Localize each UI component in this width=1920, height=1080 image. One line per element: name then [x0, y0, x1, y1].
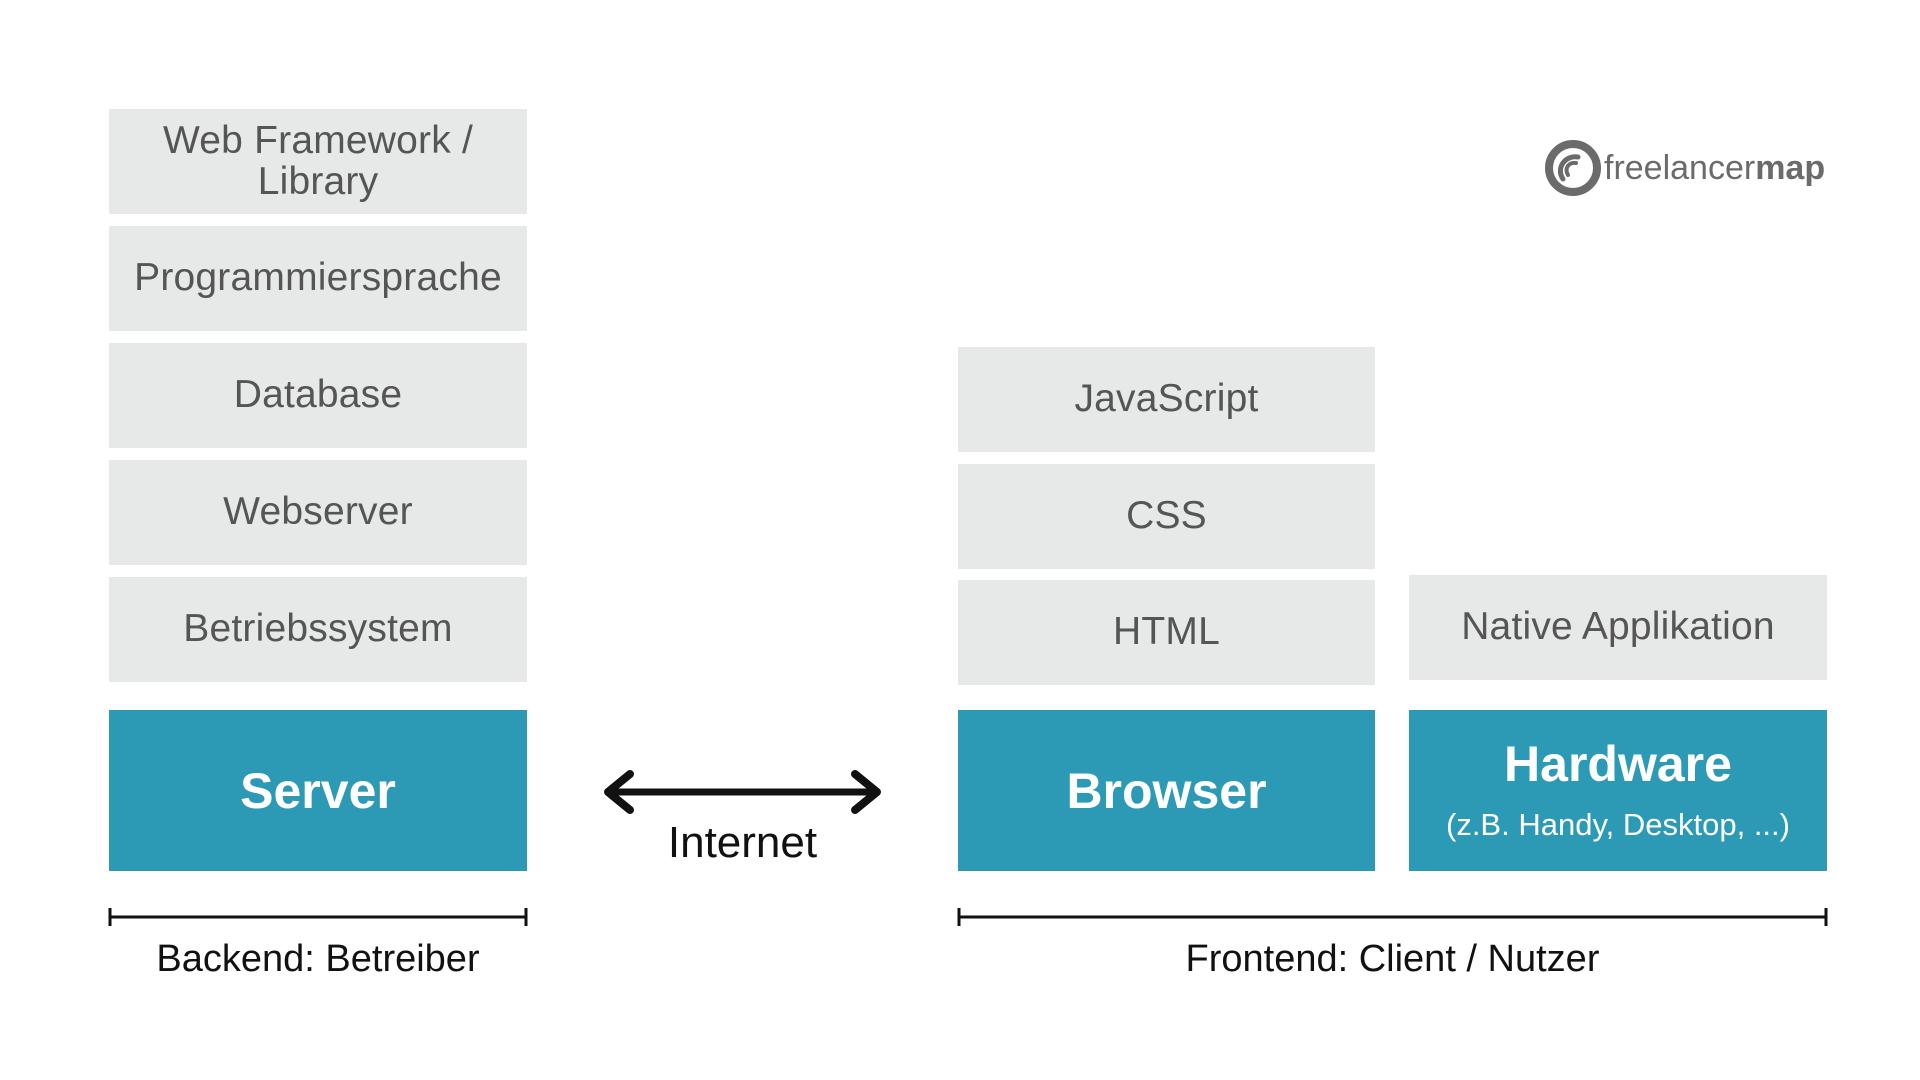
- layer-html-label: HTML: [1113, 610, 1220, 654]
- logo-text: freelancermap: [1604, 148, 1826, 187]
- layer-web-framework-label: Web Framework / Library: [162, 118, 473, 203]
- layer-native-applikation-label: Native Applikation: [1461, 605, 1775, 649]
- layer-native-applikation: Native Applikation: [1409, 575, 1827, 680]
- browser-label: Browser: [1066, 762, 1267, 819]
- hardware-label: Hardware: [1504, 735, 1732, 792]
- backend-bracket: [108, 908, 528, 926]
- layer-database-label: Database: [233, 373, 403, 417]
- layer-programmiersprache: Programmiersprache: [109, 226, 527, 331]
- freelancermap-logo: freelancermap: [1544, 138, 1825, 198]
- double-arrow-icon: [604, 770, 881, 814]
- hardware-block: Hardware (z.B. Handy, Desktop, ...): [1409, 710, 1827, 871]
- backend-label: Backend: Betreiber: [156, 938, 480, 980]
- layer-betriebssystem: Betriebssystem: [109, 577, 527, 682]
- layer-database: Database: [109, 343, 527, 448]
- layer-webserver: Webserver: [109, 460, 527, 565]
- layer-javascript: JavaScript: [958, 347, 1375, 452]
- layer-css-label: CSS: [1126, 494, 1207, 538]
- browser-block: Browser: [958, 710, 1375, 871]
- layer-webserver-label: Webserver: [223, 490, 413, 534]
- layer-betriebssystem-label: Betriebssystem: [183, 607, 453, 651]
- layer-javascript-label: JavaScript: [1074, 377, 1259, 421]
- layer-html: HTML: [958, 580, 1375, 685]
- logo-icon: [1545, 140, 1601, 196]
- frontend-label: Frontend: Client / Nutzer: [1185, 938, 1600, 980]
- hardware-sublabel: (z.B. Handy, Desktop, ...): [1446, 806, 1790, 842]
- layer-programmiersprache-label: Programmiersprache: [134, 256, 502, 300]
- layer-css: CSS: [958, 464, 1375, 569]
- server-block: Server: [109, 710, 527, 871]
- frontend-bracket: [957, 908, 1828, 926]
- server-label: Server: [240, 762, 396, 819]
- layer-web-framework: Web Framework / Library: [109, 109, 527, 214]
- internet-label: Internet: [667, 818, 818, 867]
